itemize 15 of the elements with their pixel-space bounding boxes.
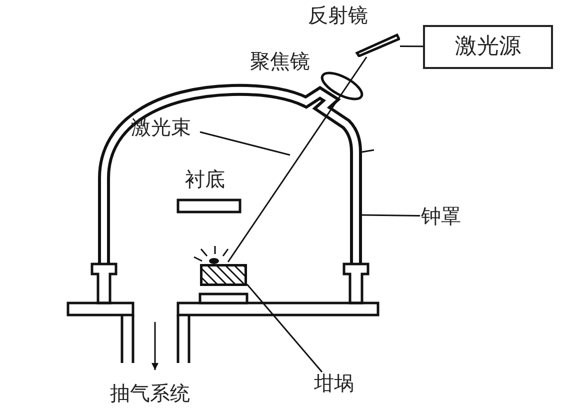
- crucible: [200, 264, 247, 286]
- part-label: 衬底: [185, 168, 225, 190]
- part-label: 抽气系统: [110, 382, 190, 404]
- laser-source-box: 激光源: [423, 25, 553, 69]
- bell-jar-label: 钟罩: [420, 205, 462, 227]
- leader-line: [200, 131, 290, 156]
- mirror: [354, 31, 400, 57]
- laser-beam: [227, 56, 368, 262]
- part-label: 反射镜: [308, 4, 368, 26]
- connector-line: [400, 45, 423, 48]
- leader-line: [362, 214, 420, 216]
- part-label: 聚焦镜: [250, 50, 310, 72]
- leader-line: [246, 284, 323, 372]
- beam-label: 激光束: [130, 116, 192, 138]
- crucible-label: 坩埚: [313, 372, 355, 394]
